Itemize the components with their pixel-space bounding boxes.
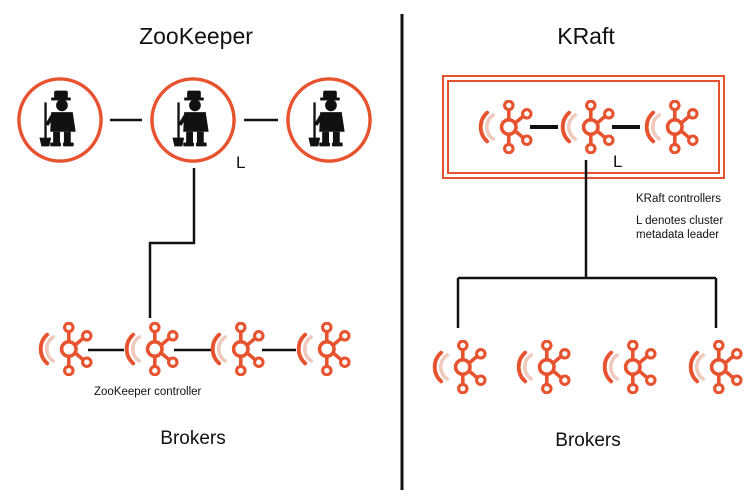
zookeeper-keeper-icon: [286, 77, 372, 163]
brokers-label-left: Brokers: [160, 428, 225, 449]
brokers-label-right: Brokers: [555, 430, 620, 451]
kraft-controllers-box: [442, 75, 725, 179]
zookeeper-keeper-icon: [17, 77, 103, 163]
kafka-node-icon: [210, 322, 265, 376]
kafka-node-icon: [124, 322, 179, 376]
kafka-node-icon: [644, 100, 699, 154]
kafka-node-icon: [432, 340, 487, 394]
kraft-leader-note-line1: L denotes cluster: [636, 215, 723, 227]
kraft-controllers-box-inner: [447, 80, 720, 174]
kraft-controllers-note: KRaft controllers: [636, 193, 721, 205]
kafka-node-icon: [516, 340, 571, 394]
kraft-leader-note-line2: metadata leader: [636, 229, 719, 241]
zk-leader-to-controller-line: [148, 168, 196, 318]
kraft-title: KRaft: [557, 23, 615, 49]
kafka-node-icon: [38, 322, 93, 376]
kafka-node-icon: [602, 340, 657, 394]
zk-leader-marker: L: [236, 153, 245, 172]
zookeeper-keeper-icon: [150, 77, 236, 163]
kafka-node-icon: [296, 322, 351, 376]
kraft-leader-marker: L: [613, 152, 622, 171]
kafka-node-icon: [688, 340, 743, 394]
kafka-node-icon: [478, 100, 533, 154]
kafka-node-icon: [560, 100, 615, 154]
zookeeper-controller-label: ZooKeeper controller: [94, 386, 202, 398]
zookeeper-title: ZooKeeper: [139, 23, 253, 49]
